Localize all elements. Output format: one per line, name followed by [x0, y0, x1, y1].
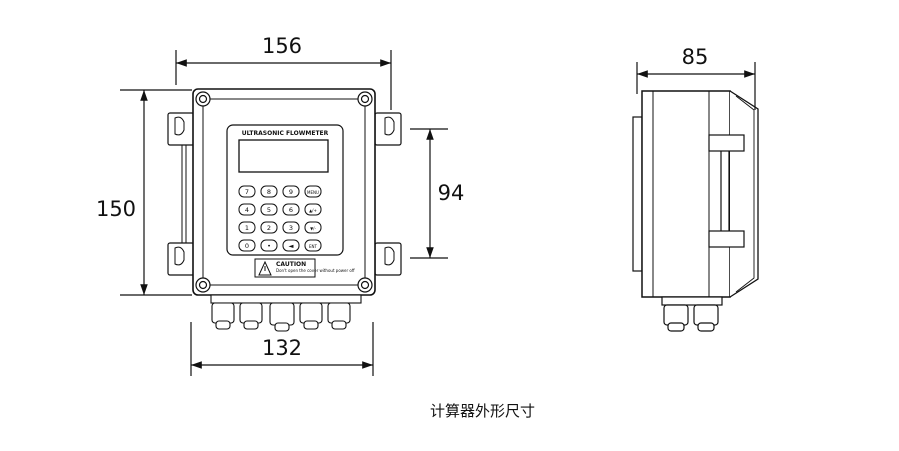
- figure-caption: 计算器外形尺寸: [430, 402, 536, 420]
- keypad-key: •: [260, 239, 278, 252]
- front-panel: [226, 124, 344, 256]
- keypad-key: 6: [282, 203, 300, 216]
- keypad-key-label: 7: [245, 188, 249, 196]
- mounting-ear-left-top: [167, 112, 195, 146]
- keypad-key-label: 6: [289, 206, 293, 214]
- keypad-key: 2: [260, 221, 278, 234]
- keypad-key-label: MENU: [307, 190, 319, 195]
- dim-bottom-width: 132: [262, 336, 302, 360]
- caution-title: CAUTION: [276, 261, 306, 268]
- dimension-lines: [120, 50, 756, 376]
- keypad-key-label: 9: [289, 188, 293, 196]
- warning-icon: [258, 260, 272, 276]
- keypad-key-label: ▼/-: [310, 226, 316, 231]
- cable-glands-front: [210, 294, 362, 332]
- keypad-key-label: 1: [245, 224, 249, 232]
- keypad-key: 4: [238, 203, 256, 216]
- keypad-key-label: •: [267, 242, 271, 250]
- dim-side-depth: 85: [682, 45, 709, 69]
- dim-front-height: 150: [96, 197, 136, 221]
- keypad-key: 8: [260, 185, 278, 198]
- mounting-ear-right-top: [374, 112, 402, 146]
- keypad-key-label: 3: [289, 224, 293, 232]
- keypad-key: 5: [260, 203, 278, 216]
- keypad-key: 7: [238, 185, 256, 198]
- keypad-key-label: 5: [267, 206, 271, 214]
- keypad-key-label: 2: [267, 224, 271, 232]
- keypad-key: ◄: [282, 239, 300, 252]
- keypad-key: ▼/-: [304, 221, 322, 234]
- keypad-key-label: 4: [245, 206, 249, 214]
- keypad-key: ENT: [304, 239, 322, 252]
- cable-glands-side: [661, 296, 723, 332]
- keypad-key-label: ▲/+: [309, 208, 317, 213]
- keypad-key: 9: [282, 185, 300, 198]
- keypad-key: 1: [238, 221, 256, 234]
- keypad: 7 8 9 MENU 4 5 6 ▲/+ 1 2 3 ▼/- 0 • ◄ ENT: [238, 185, 322, 252]
- dim-mount-spacing: 94: [438, 181, 465, 205]
- mounting-ear-right-bottom: [374, 242, 402, 276]
- mounting-ear-left-bottom: [167, 242, 195, 276]
- panel-title: ULTRASONIC FLOWMETER: [242, 130, 329, 137]
- caution-text: Don't open the cover without power off: [276, 268, 355, 273]
- keypad-key-label: ◄: [289, 242, 294, 250]
- keypad-key-label: 0: [245, 242, 249, 250]
- lcd-screen: [238, 139, 329, 173]
- caution-label: [254, 258, 316, 278]
- keypad-key-label: 8: [267, 188, 271, 196]
- keypad-key: 3: [282, 221, 300, 234]
- side-view: [632, 90, 759, 332]
- keypad-key: ▲/+: [304, 203, 322, 216]
- keypad-key-label: ENT: [309, 244, 318, 249]
- keypad-key: MENU: [304, 185, 322, 198]
- corner-screw-icon: [195, 91, 373, 293]
- keypad-key: 0: [238, 239, 256, 252]
- dim-front-width: 156: [262, 34, 302, 58]
